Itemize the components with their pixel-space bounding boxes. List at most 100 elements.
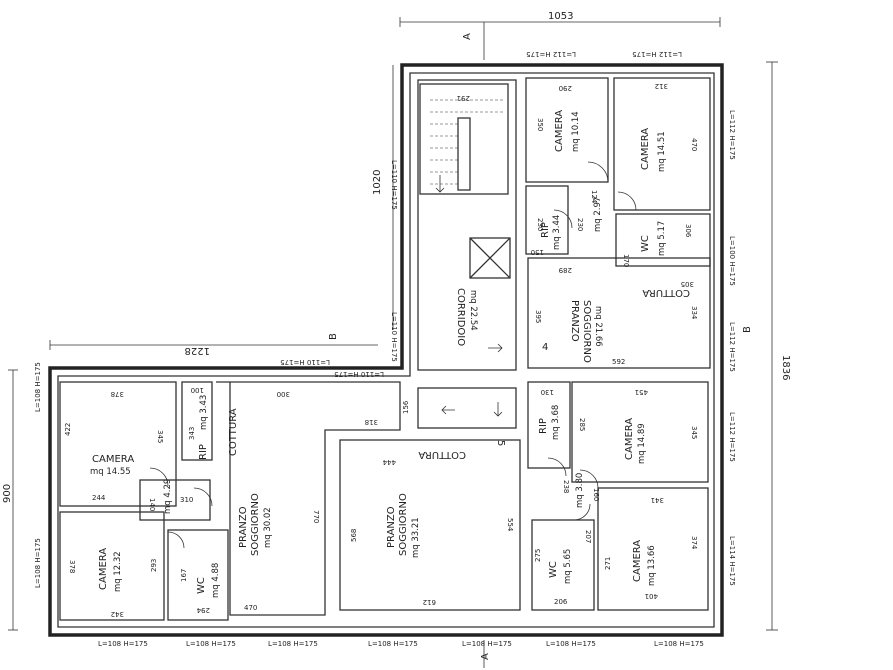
dim-label: 293 xyxy=(150,559,158,572)
room-disimpegno-right: mq 3.80 238 160 xyxy=(562,473,600,508)
room-name: RIP xyxy=(538,418,549,434)
section-markers: A A B B xyxy=(328,22,753,668)
room-area: mq 10.14 xyxy=(571,111,581,152)
dim-label: 206 xyxy=(554,598,568,606)
dim-label: 167 xyxy=(180,569,188,582)
room-wc-left: WC mq 4.88 167 294 xyxy=(180,563,221,614)
dim-label: 156 xyxy=(402,400,410,414)
window-label: L=100 H=175 xyxy=(728,236,736,286)
dim-label: 395 xyxy=(534,310,542,323)
room-wc-top: WC mq 5.17 306 170 xyxy=(622,221,692,268)
room-area: mq 3.43 xyxy=(199,395,209,430)
dim-label: 170 xyxy=(622,254,630,267)
room-disimpegno-top: mq 2.97 124 xyxy=(590,190,603,232)
dim-label: 318 xyxy=(365,418,378,426)
section-b-right: B xyxy=(742,326,753,333)
dim-label: 130 xyxy=(541,388,554,396)
dim-label: 770 xyxy=(312,510,320,523)
room-area: mq 5.65 xyxy=(563,549,573,584)
room-name: PRANZO xyxy=(238,506,249,548)
dim-label: 271 xyxy=(604,557,612,570)
room-name: WC xyxy=(548,561,559,578)
dim-label: 312 xyxy=(655,82,668,90)
room-name: WC xyxy=(640,235,651,252)
dim-label: 100 xyxy=(191,386,204,394)
room-area: mq 14.55 xyxy=(90,467,131,477)
exterior-walls xyxy=(48,63,724,637)
window-label: L=108 H=175 xyxy=(462,640,512,648)
window-label: L=110 H=175 xyxy=(390,160,398,210)
dim-label: 238 xyxy=(562,480,570,493)
window-label: L=112 H=175 xyxy=(728,322,736,372)
dim-label: 275 xyxy=(534,549,542,562)
dim-label: 345 xyxy=(690,426,698,439)
room-name: CAMERA xyxy=(554,110,565,152)
room-area: mq 22.54 xyxy=(468,290,478,331)
room-area: mq 4.29 xyxy=(163,479,173,514)
window-label: L=112 H=175 xyxy=(632,50,682,58)
dimension-lines: 1053 1836 1228 900 1020 xyxy=(2,11,791,631)
room-area: mq 13.66 xyxy=(647,545,657,586)
dim-label: 124 xyxy=(590,190,598,204)
dim-label: 612 xyxy=(423,598,436,606)
window-label: L=108 H=175 xyxy=(268,640,318,648)
dim-label: 244 xyxy=(92,494,106,502)
dim-tower-height: 1020 xyxy=(372,170,383,195)
room-pranzo-left: PRANZO SOGGIORNO mq 30.02 COTTURA 300 31… xyxy=(228,390,378,612)
dim-label: 150 xyxy=(531,248,544,256)
dim-label: 345 xyxy=(156,430,164,443)
dim-label: 294 xyxy=(196,606,210,614)
dim-label: 306 xyxy=(684,224,692,238)
room-rip-left: RIP mq 3.43 100 343 xyxy=(188,386,209,460)
dim-label: 291 xyxy=(457,94,470,102)
dim-label: 378 xyxy=(111,390,124,398)
dim-label: 230 xyxy=(576,218,584,231)
room-camera-top-left: CAMERA mq 10.14 290 350 xyxy=(536,84,581,152)
dim-left-wing-height: 900 xyxy=(2,484,13,503)
room-camera-top-right: CAMERA mq 14.51 312 470 xyxy=(640,82,698,172)
door-swings xyxy=(149,161,637,549)
cottura-label: COTTURA xyxy=(228,408,239,456)
window-label: L=108 H=175 xyxy=(34,362,42,412)
dim-label: 470 xyxy=(244,604,257,612)
dim-label: 290 xyxy=(559,84,572,92)
window-label: L=110 H=175 xyxy=(280,358,330,366)
room-area: mq 3.80 xyxy=(575,473,585,508)
dim-label: 451 xyxy=(635,388,648,396)
cottura-label: COTTURA xyxy=(642,287,690,298)
window-label: L=112 H=175 xyxy=(728,412,736,462)
dim-label: 342 xyxy=(111,610,124,618)
room-name: CAMERA xyxy=(640,128,651,170)
dim-label: 378 xyxy=(68,560,76,573)
window-label: L=108 H=175 xyxy=(186,640,236,648)
room-corridoio: CORRIDOIO mq 22.54 291 395 4 xyxy=(455,94,548,353)
dim-label: 334 xyxy=(690,306,698,320)
dim-label: 140 xyxy=(148,498,156,511)
room-area: mq 14.51 xyxy=(657,131,667,172)
room-area: mq 33.21 xyxy=(411,517,421,558)
room-area: mq 5.17 xyxy=(657,221,667,256)
room-name: CORRIDOIO xyxy=(455,288,466,346)
dim-label: 230 xyxy=(536,218,544,231)
section-b-left: B xyxy=(328,333,339,340)
window-label: L=110 H=175 xyxy=(334,370,384,378)
interior-walls xyxy=(59,77,711,621)
window-label: L=112 H=175 xyxy=(728,110,736,160)
dim-label: 289 xyxy=(559,266,572,274)
room-camera-left-bottom: CAMERA mq 12.32 342 378 293 xyxy=(68,548,158,618)
room-area: mq 30.02 xyxy=(263,507,273,548)
room-area: mq 3.44 xyxy=(552,215,562,250)
window-labels: L=112 H=175 L=112 H=175 L=110 H=175 L=11… xyxy=(34,50,736,648)
dim-top-width: 1053 xyxy=(548,11,573,22)
room-area: mq 3.68 xyxy=(551,405,561,440)
dim-label: 554 xyxy=(506,518,514,532)
dim-label: 350 xyxy=(536,118,544,131)
room-wc-right: WC mq 5.65 206 275 207 xyxy=(534,530,592,606)
room-name: CAMERA xyxy=(632,540,643,582)
room-name: PRANZO xyxy=(569,300,580,342)
window-label: L=108 H=175 xyxy=(654,640,704,648)
dim-label: 305 xyxy=(681,280,694,288)
room-area: mq 14.89 xyxy=(637,423,647,464)
dim-total-height: 1836 xyxy=(780,355,791,380)
room-name: CAMERA xyxy=(624,418,635,460)
